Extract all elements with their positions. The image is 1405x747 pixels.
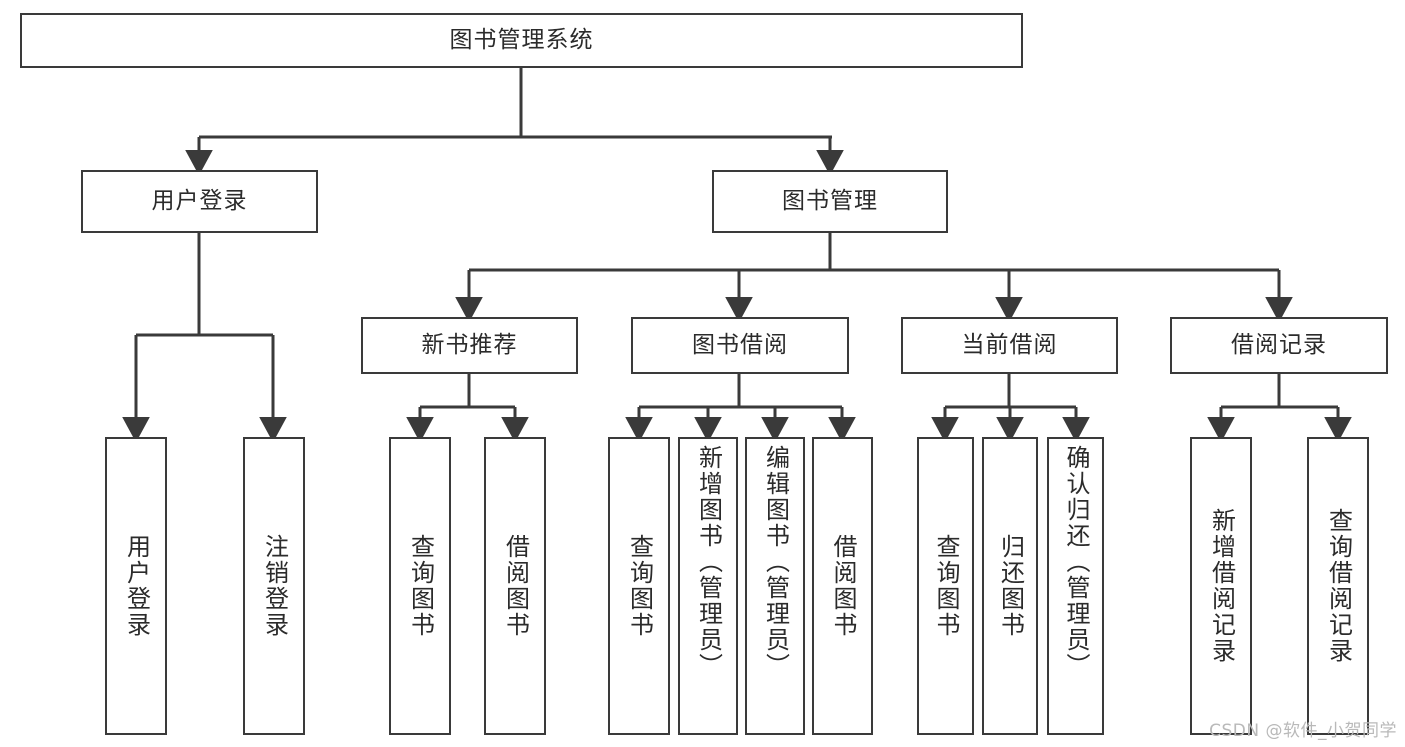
node-current-borrow[interactable]: 当前借阅 [901, 317, 1118, 374]
node-current-borrow-label: 当前借阅 [961, 331, 1058, 358]
node-leaf-query-book-2-label: 查询图书 [625, 534, 654, 638]
node-leaf-user-login-label: 用户登录 [122, 534, 151, 638]
node-root-label: 图书管理系统 [449, 26, 594, 53]
node-root[interactable]: 图书管理系统 [20, 13, 1023, 68]
node-leaf-query-book-3[interactable]: 查询图书 [917, 437, 974, 735]
node-leaf-user-login[interactable]: 用户登录 [105, 437, 167, 735]
node-leaf-logout[interactable]: 注销登录 [243, 437, 305, 735]
node-book-manage-label: 图书管理 [782, 187, 878, 214]
node-leaf-query-book-2[interactable]: 查询图书 [608, 437, 670, 735]
node-borrow-record[interactable]: 借阅记录 [1170, 317, 1388, 374]
node-leaf-borrow-book-1[interactable]: 借阅图书 [484, 437, 546, 735]
node-leaf-query-record-label: 查询借阅记录 [1324, 508, 1353, 664]
node-leaf-borrow-book-2-label: 借阅图书 [828, 534, 857, 638]
node-book-manage[interactable]: 图书管理 [712, 170, 948, 233]
node-leaf-logout-label: 注销登录 [260, 534, 289, 638]
node-borrow-record-label: 借阅记录 [1231, 331, 1327, 358]
node-leaf-borrow-book-1-label: 借阅图书 [501, 534, 530, 638]
node-book-borrow[interactable]: 图书借阅 [631, 317, 849, 374]
node-leaf-confirm-return-label: 确认归还（管理员） [1061, 445, 1090, 679]
node-leaf-query-record[interactable]: 查询借阅记录 [1307, 437, 1369, 735]
node-user-login[interactable]: 用户登录 [81, 170, 318, 233]
node-leaf-edit-book-label: 编辑图书（管理员） [761, 445, 790, 679]
node-leaf-borrow-book-2[interactable]: 借阅图书 [812, 437, 873, 735]
node-user-login-label: 用户登录 [151, 187, 248, 214]
node-leaf-query-book-1-label: 查询图书 [406, 534, 435, 638]
node-leaf-add-record[interactable]: 新增借阅记录 [1190, 437, 1252, 735]
node-leaf-add-record-label: 新增借阅记录 [1207, 508, 1236, 664]
node-leaf-return-book-label: 归还图书 [996, 534, 1025, 638]
node-leaf-confirm-return[interactable]: 确认归还（管理员） [1047, 437, 1104, 735]
node-leaf-add-book-label: 新增图书（管理员） [694, 445, 723, 679]
node-book-borrow-label: 图书借阅 [692, 331, 788, 358]
node-leaf-return-book[interactable]: 归还图书 [982, 437, 1038, 735]
node-leaf-edit-book[interactable]: 编辑图书（管理员） [745, 437, 805, 735]
csdn-watermark: CSDN @软件_小贺同学 [1209, 721, 1397, 741]
node-leaf-query-book-3-label: 查询图书 [931, 534, 960, 638]
node-leaf-add-book[interactable]: 新增图书（管理员） [678, 437, 738, 735]
node-new-book-recommend[interactable]: 新书推荐 [361, 317, 578, 374]
node-new-book-recommend-label: 新书推荐 [421, 331, 518, 358]
node-leaf-query-book-1[interactable]: 查询图书 [389, 437, 451, 735]
